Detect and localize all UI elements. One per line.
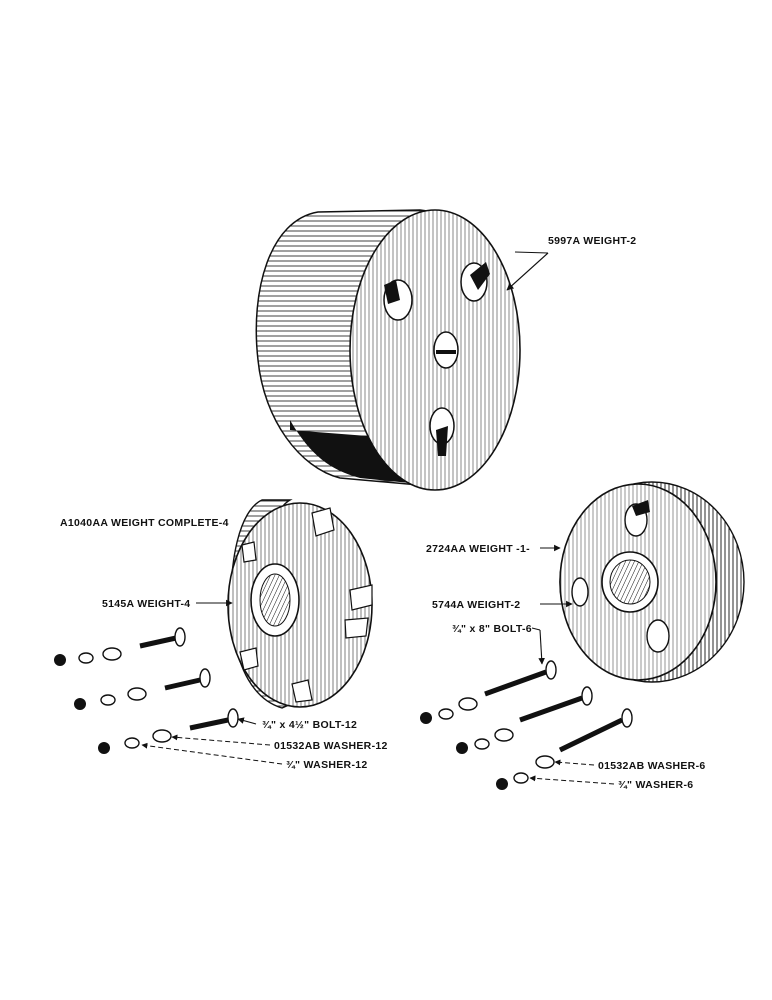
weight-5997a-drawing (255, 209, 521, 491)
label-5145a-weight: 5145A WEIGHT-4 (102, 598, 190, 610)
label-washer-left: ¾" WASHER-12 (286, 759, 368, 771)
label-bolt-left: ¾" x 4½" BOLT-12 (262, 719, 357, 731)
label-washer-right: ¾" WASHER-6 (618, 779, 693, 791)
label-a1040aa-weight-complete: A1040AA WEIGHT COMPLETE-4 (60, 517, 229, 529)
label-01532ab-washer-left: 01532AB WASHER-12 (274, 740, 388, 752)
bolt-set-right (420, 660, 633, 790)
label-01532ab-washer-right: 01532AB WASHER-6 (598, 760, 706, 772)
weight-5145a-drawing (227, 499, 373, 709)
label-5997a-weight: 5997A WEIGHT-2 (548, 235, 636, 247)
label-2724aa-weight: 2724AA WEIGHT -1- (426, 543, 530, 555)
label-bolt-right: ¾" x 8" BOLT-6 (452, 623, 532, 635)
bolt-set-left (54, 627, 239, 754)
weight-2724aa-drawing (559, 481, 745, 683)
label-5744a-weight: 5744A WEIGHT-2 (432, 599, 520, 611)
